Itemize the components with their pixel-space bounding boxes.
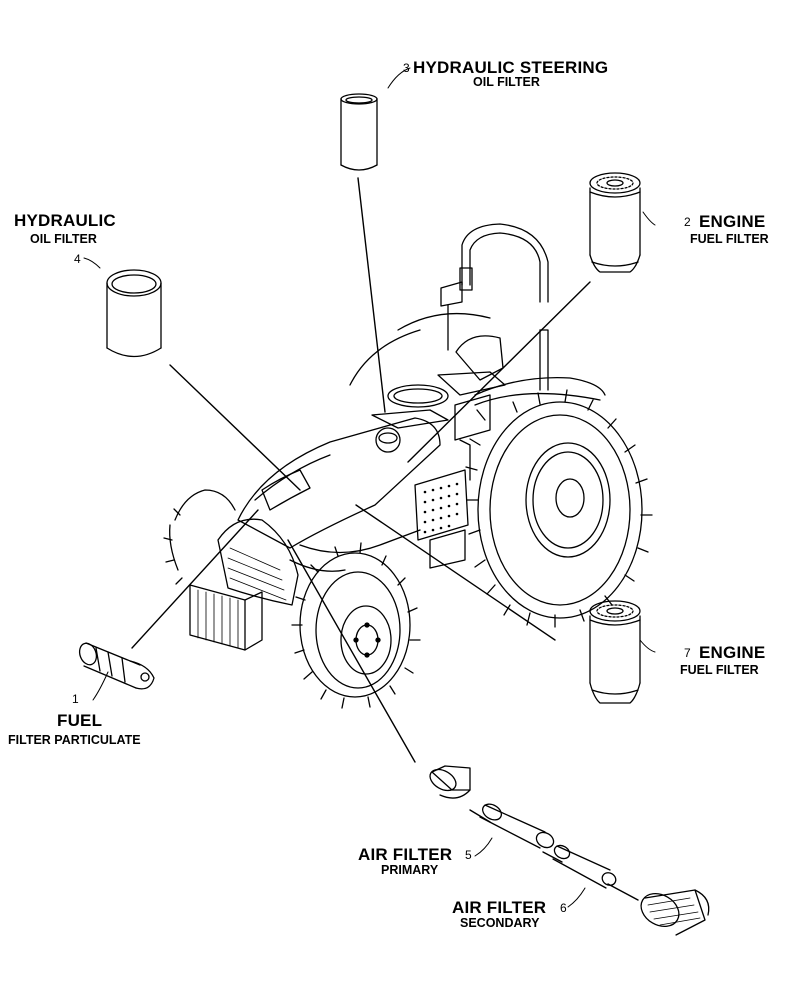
- callout-2-title: ENGINE: [699, 212, 766, 231]
- callout-3-number: 3: [403, 61, 410, 75]
- callout-7-number: 7: [684, 646, 691, 660]
- callout-7-title: ENGINE: [699, 643, 766, 662]
- callout-2-subtitle: FUEL FILTER: [690, 232, 769, 246]
- callout-5-title: AIR FILTER: [358, 845, 453, 864]
- callout-5-number: 5: [465, 848, 472, 862]
- callout-4-number: 4: [74, 252, 81, 266]
- callout-ticks: [83, 67, 656, 908]
- callout-2-number: 2: [684, 215, 691, 229]
- callout-4-subtitle: OIL FILTER: [30, 232, 97, 246]
- callout-6-number: 6: [560, 901, 567, 915]
- callout-7-subtitle: FUEL FILTER: [680, 663, 759, 677]
- callout-1-number: 1: [72, 692, 79, 706]
- callout-3-subtitle: OIL FILTER: [473, 75, 540, 89]
- callout-6-title: AIR FILTER: [452, 898, 547, 917]
- callout-6-subtitle: SECONDARY: [460, 916, 540, 930]
- callout-4-title: HYDRAULIC: [14, 211, 116, 230]
- fuel-particulate-filter: [78, 642, 155, 690]
- engine-fuel-filter-top: [589, 172, 641, 273]
- callout-1-subtitle: FILTER PARTICULATE: [8, 733, 141, 747]
- steering-oil-filter: [340, 93, 378, 171]
- leader-lines: [131, 177, 639, 901]
- callout-1-title: FUEL: [57, 711, 103, 730]
- callout-3-title: HYDRAULIC STEERING: [413, 58, 609, 77]
- callout-5-subtitle: PRIMARY: [381, 863, 439, 877]
- air-filter-assembly: [429, 765, 710, 936]
- hydraulic-oil-filter: [106, 269, 162, 358]
- tractor: [163, 223, 653, 709]
- engine-fuel-filter-bottom: [589, 600, 641, 704]
